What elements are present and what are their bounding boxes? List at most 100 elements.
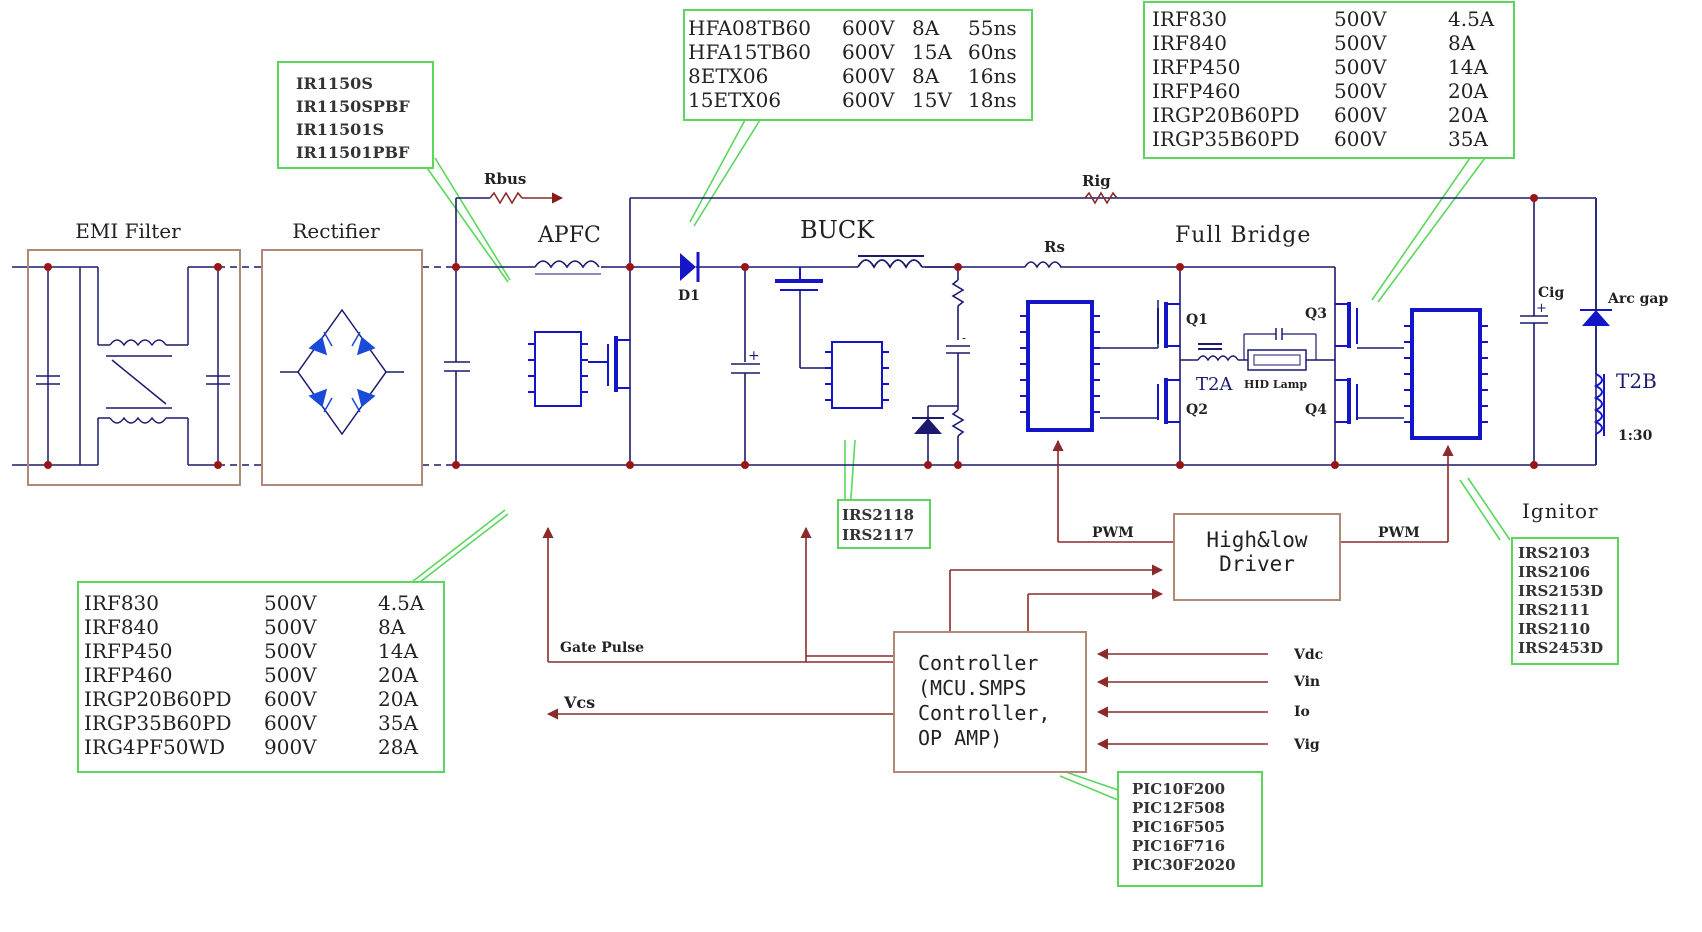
bridge-fet-2-a: 8A [1448, 31, 1476, 55]
rig-resistor: Rig [1082, 172, 1118, 205]
cig-capacitor [1520, 198, 1548, 465]
ign-driver-5: IRS2110 [1518, 620, 1590, 638]
diode-1-part: HFA08TB60 [688, 16, 811, 40]
apfc-fet-4-v: 500V [264, 663, 317, 687]
hid-lamp-label: HID Lamp [1244, 378, 1307, 391]
controller-line-3: Controller, [918, 701, 1050, 725]
ign-driver-4: IRS2111 [1518, 601, 1590, 619]
apfc-fet-3-part: IRFP450 [84, 639, 172, 663]
diode-4-a: 15V [912, 88, 952, 112]
apfc-fet-2-part: IRF840 [84, 615, 159, 639]
mcu-3: PIC16F505 [1132, 818, 1225, 836]
cig-plus: + [1536, 301, 1547, 316]
signal-labels: PWM PWM Gate Pulse Vcs Vdc Vin Io Vig [560, 525, 1420, 753]
buck-stage: BUCK + [731, 216, 970, 469]
full-bridge-stage: Full Bridge [1020, 223, 1488, 469]
control-signals [542, 439, 1454, 750]
ign-driver-1: IRS2103 [1518, 544, 1590, 562]
buck-label: BUCK [800, 216, 875, 244]
bridge-fet-3-part: IRFP450 [1152, 55, 1240, 79]
diode-4-t: 18ns [968, 88, 1017, 112]
bridge-fet-5-v: 600V [1334, 103, 1387, 127]
pfc-ic-4: IR11501PBF [296, 143, 410, 162]
diode-3-a: 8A [912, 64, 940, 88]
controller-line-4: OP AMP) [918, 726, 1002, 750]
bridge-fet-2-part: IRF840 [1152, 31, 1227, 55]
emi-filter-block: EMI Filter [27, 219, 241, 486]
t2b-transformer [1593, 373, 1605, 465]
diode-2-v: 600V [842, 40, 895, 64]
bridge-fet-1-v: 500V [1334, 7, 1387, 31]
apfc-fet-5-part: IRGP20B60PD [84, 687, 231, 711]
buck-driver-1: IRS2118 [842, 506, 914, 524]
apfc-fet-7-a: 28A [378, 735, 418, 759]
buck-input-capacitor [731, 267, 760, 465]
diode-3-t: 16ns [968, 64, 1017, 88]
apfc-fet-4-part: IRFP460 [84, 663, 172, 687]
apfc-fet-7-v: 900V [264, 735, 317, 759]
callout-apfc-mosfets: IRF830 500V 4.5A IRF840 500V 8A IRFP450 … [77, 581, 445, 773]
buck-driver-2: IRS2117 [842, 526, 914, 544]
ign-driver-2: IRS2106 [1518, 563, 1590, 581]
bridge-fet-6-part: IRGP35B60PD [1152, 127, 1299, 151]
diode-3-v: 600V [842, 64, 895, 88]
rectifier-label: Rectifier [292, 219, 380, 243]
pfc-ic-1: IR1150S [296, 74, 373, 93]
bridge-fet-6-a: 35A [1448, 127, 1488, 151]
apfc-fet-3-v: 500V [264, 639, 317, 663]
apfc-fet-2-v: 500V [264, 615, 317, 639]
ignitor-label: Ignitor [1522, 499, 1599, 523]
buck-out-cap-minus: - [962, 331, 966, 345]
apfc-fet-6-part: IRGP35B60PD [84, 711, 231, 735]
buck-inductor [857, 255, 958, 269]
mcu-5: PIC30F2020 [1132, 856, 1236, 874]
callout-leaders [407, 119, 1511, 801]
left-driver-ic [1020, 300, 1100, 432]
q2-label: Q2 [1186, 402, 1208, 418]
pfc-ic-2: IR1150SPBF [296, 97, 410, 116]
vcs-label: Vcs [563, 693, 595, 712]
controller-line-2: (MCU.SMPS [918, 676, 1026, 700]
bridge-fet-3-v: 500V [1334, 55, 1387, 79]
full-bridge-label: Full Bridge [1175, 223, 1311, 248]
apfc-mosfet [588, 267, 631, 465]
rs-sense: Rs [1024, 238, 1065, 269]
apfc-fet-3-a: 14A [378, 639, 418, 663]
apfc-control-ic [528, 331, 588, 407]
q1-label: Q1 [1186, 312, 1208, 328]
vig-label: Vig [1293, 737, 1320, 753]
apfc-fet-1-v: 500V [264, 591, 317, 615]
controller-line-1: Controller [918, 651, 1038, 675]
q4-label: Q4 [1305, 402, 1327, 418]
q2-mosfet [1100, 378, 1180, 424]
bridge-fet-4-a: 20A [1448, 79, 1488, 103]
mcu-1: PIC10F200 [1132, 780, 1225, 798]
diode-2-a: 15A [912, 40, 952, 64]
bridge-fet-4-v: 500V [1334, 79, 1387, 103]
rbus-label: Rbus [484, 170, 526, 188]
ign-driver-6: IRS2453D [1518, 639, 1603, 657]
rectifier-block: Rectifier [261, 219, 423, 486]
ign-driver-3: IRS2153D [1518, 582, 1603, 600]
bridge-fet-2-v: 500V [1334, 31, 1387, 55]
right-driver-ic [1404, 308, 1488, 440]
high-low-driver-block: High&low Driver [1173, 513, 1341, 601]
bus-capacitor [444, 267, 470, 465]
diode-2-part: HFA15TB60 [688, 40, 811, 64]
diode-2-t: 60ns [968, 40, 1017, 64]
emi-filter-label: EMI Filter [75, 219, 181, 243]
t2a-and-lamp [1180, 328, 1335, 371]
apfc-fet-6-a: 35A [378, 711, 418, 735]
buck-control-ic [825, 341, 889, 409]
q1-mosfet [1100, 300, 1180, 349]
callout-buck-driver: IRS2118 IRS2117 [837, 499, 931, 549]
apfc-label: APFC [537, 223, 601, 248]
apfc-stage: APFC [452, 223, 634, 469]
q4-mosfet [1335, 378, 1404, 424]
q3-label: Q3 [1305, 306, 1327, 322]
diode-1-t: 55ns [968, 16, 1017, 40]
vdc-label: Vdc [1293, 647, 1323, 663]
pfc-ic-3: IR11501S [296, 120, 384, 139]
t2b-label: T2B [1616, 369, 1657, 393]
controller-block: Controller (MCU.SMPS Controller, OP AMP) [893, 631, 1087, 773]
